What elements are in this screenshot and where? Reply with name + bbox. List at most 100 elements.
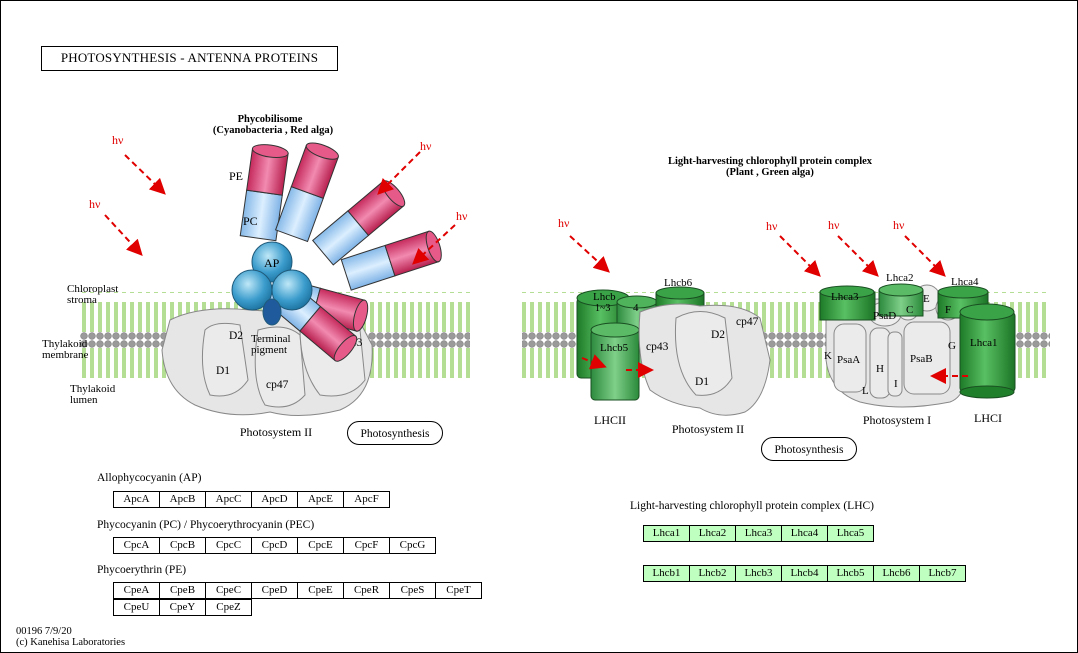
ps2-right-cp43: cp43 (646, 341, 669, 353)
lhca2-label: Lhca2 (886, 272, 913, 284)
terminal-pigment-1: Terminal (251, 333, 291, 345)
membrane-label-1: Thylakoid (42, 338, 88, 350)
hv-label-4: hν (456, 209, 468, 223)
ps1-label: Photosystem I (862, 413, 932, 427)
lhcb-1-3-line1: Lhcb (593, 291, 616, 303)
gene-box[interactable]: ApcA (113, 491, 160, 508)
lhcb-1-3-line2: 1~3 (595, 303, 610, 314)
hv-label-2: hν (89, 197, 101, 211)
hv-label-6: hν (766, 219, 778, 233)
lhcb4-label: 4 (633, 302, 639, 314)
lumen-label-1: Thylakoid (70, 383, 116, 395)
footer-copyright: (c) Kanehisa Laboratories (16, 637, 126, 648)
phycobilisome-subtitle: (Cyanobacteria , Red alga) (212, 125, 334, 136)
gene-box[interactable]: CpeT (435, 582, 482, 599)
gene-box[interactable]: CpeE (297, 582, 344, 599)
gene-box[interactable]: Lhcb4 (781, 565, 828, 582)
lhcii-label: LHCII (594, 413, 626, 427)
lhc-title: Light-harvesting chlorophyll protein com… (667, 156, 873, 167)
psaf-label: F (945, 304, 951, 316)
lhc-subtitle: (Plant , Green alga) (726, 167, 814, 178)
ps2-right-label: Photosystem II (671, 422, 745, 436)
gene-box[interactable]: Lhca2 (689, 525, 736, 542)
gene-box[interactable]: CpeU (113, 599, 160, 616)
gene-box[interactable]: CpcB (159, 537, 206, 554)
gene-box[interactable]: ApcB (159, 491, 206, 508)
light-arrows-left (104, 151, 456, 265)
psaa-label: PsaA (837, 354, 860, 366)
psae-label: E (923, 293, 930, 305)
phycobilisome-title: Phycobilisome (237, 114, 303, 125)
gene-box[interactable]: ApcF (343, 491, 390, 508)
gene-box[interactable]: CpeA (113, 582, 160, 599)
lhc-group-title: Light-harvesting chlorophyll protein com… (630, 500, 874, 512)
gene-box[interactable]: Lhcb7 (919, 565, 966, 582)
psal-label: L (862, 385, 869, 397)
psah-label: H (876, 363, 884, 375)
right-photosystem-ii (638, 303, 771, 416)
stroma-label-1: Chloroplast (67, 283, 119, 295)
gene-box[interactable]: Lhcb5 (827, 565, 874, 582)
hv-label-5: hν (558, 216, 570, 230)
gene-box[interactable]: CpcC (205, 537, 252, 554)
gene-box[interactable]: Lhca1 (643, 525, 690, 542)
ps2-left-label: Photosystem II (239, 425, 313, 439)
hv-label-3: hν (420, 139, 432, 153)
photosynthesis-link-left[interactable]: Photosynthesis (347, 421, 443, 445)
gene-box[interactable]: CpcD (251, 537, 298, 554)
pe-group-title: Phycoerythrin (PE) (97, 564, 187, 576)
photosynthesis-link-right[interactable]: Photosynthesis (761, 437, 857, 461)
ps2-right-cp47: cp47 (736, 316, 759, 328)
hv-label-7: hν (828, 218, 840, 232)
gene-box[interactable]: Lhcb2 (689, 565, 736, 582)
psag-label: G (948, 340, 956, 352)
light-arrows-right (569, 235, 968, 384)
ap-core (231, 241, 313, 326)
gene-box[interactable]: CpcA (113, 537, 160, 554)
gene-box[interactable]: Lhca5 (827, 525, 874, 542)
gene-box[interactable]: Lhcb1 (643, 565, 690, 582)
gene-box[interactable]: CpcG (389, 537, 436, 554)
terminal-pigment-2: pigment (251, 344, 287, 356)
hv-label-8: hν (893, 218, 905, 232)
gene-box[interactable]: ApcD (251, 491, 298, 508)
gene-box[interactable]: CpeC (205, 582, 252, 599)
hv-label-1: hν (112, 133, 124, 147)
gene-box[interactable]: Lhcb6 (873, 565, 920, 582)
gene-box[interactable]: Lhca3 (735, 525, 782, 542)
pc-group-title: Phycocyanin (PC) / Phycoerythrocyanin (P… (97, 519, 315, 531)
gene-box[interactable]: CpeZ (205, 599, 252, 616)
gene-box[interactable]: CpcF (343, 537, 390, 554)
lhcb6-label: Lhcb6 (664, 277, 693, 289)
gene-box[interactable]: CpeR (343, 582, 390, 599)
psai-label: I (894, 378, 898, 390)
gene-box[interactable]: CpeY (159, 599, 206, 616)
ps2-left-d1: D1 (216, 365, 230, 377)
psad-label: PsaD (873, 310, 896, 322)
psac-label: C (906, 304, 913, 316)
membrane-label-2: membrane (42, 349, 89, 361)
gene-box[interactable]: CpeS (389, 582, 436, 599)
page-title: PHOTOSYNTHESIS - ANTENNA PROTEINS (41, 46, 338, 71)
lhca3-label: Lhca3 (831, 291, 859, 303)
gene-box[interactable]: Lhcb3 (735, 565, 782, 582)
lhca1-label: Lhca1 (970, 337, 997, 349)
gene-box[interactable]: ApcC (205, 491, 252, 508)
ps2-right-d1: D1 (695, 376, 709, 388)
gene-box[interactable]: CpcE (297, 537, 344, 554)
gene-box[interactable]: CpeB (159, 582, 206, 599)
gene-box[interactable]: Lhca4 (781, 525, 828, 542)
ps2-left-d2: D2 (229, 330, 243, 342)
ps2-right-d2: D2 (711, 329, 725, 341)
ps2-left-cp47: cp47 (266, 379, 289, 391)
lhci-label: LHCI (974, 411, 1002, 425)
gene-box[interactable]: ApcE (297, 491, 344, 508)
gene-box[interactable]: CpeD (251, 582, 298, 599)
